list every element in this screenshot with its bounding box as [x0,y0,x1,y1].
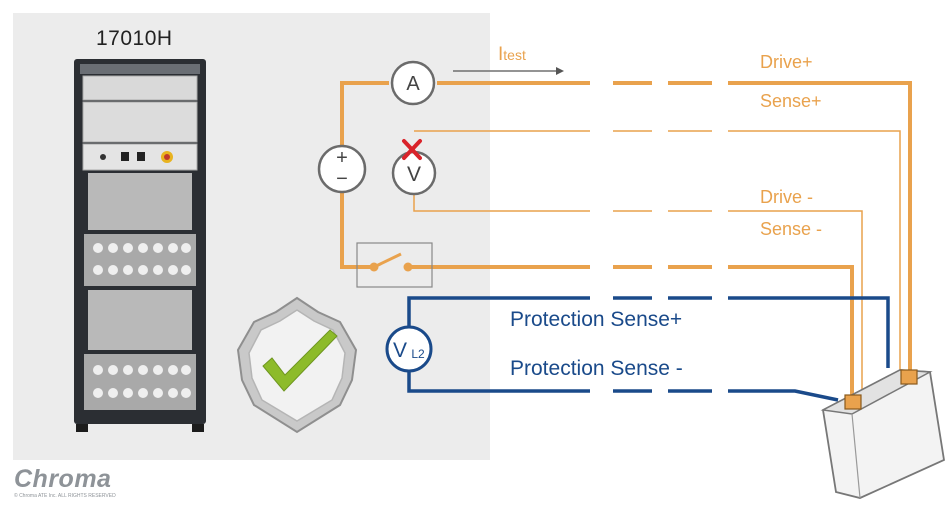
ammeter-label: A [406,73,420,95]
voltmeter-label: V [407,163,421,186]
test-system-cabinet [74,59,206,432]
protection-sense-minus-label: Protection Sense - [510,357,683,380]
sense-plus-label: Sense+ [760,91,822,111]
drive-minus-label: Drive - [760,187,813,207]
brand-copyright: © Chroma ATE Inc. ALL RIGHTS RESERVED [14,493,116,499]
protection-voltmeter-subscript: L2 [411,347,425,361]
fault-x-icon [402,139,422,160]
current-label: Itest [498,44,526,65]
sense-minus-label: Sense - [760,219,823,239]
drive-wiring [340,81,912,398]
power-source [317,144,367,194]
shield-check-icon [236,296,358,434]
brand-name: Chroma [14,465,112,493]
protection-sense-plus-label: Protection Sense+ [510,308,683,331]
battery-icon [820,369,945,499]
switch-icon [356,242,433,288]
ammeter [390,60,436,106]
protection-voltmeter-label: V [393,339,407,362]
protection-voltmeter [385,325,433,373]
brand-logo: Chroma © Chroma ATE Inc. ALL RIGHTS RESE… [14,466,116,499]
source-plus-label: + [336,147,348,169]
model-label: 17010H [96,27,173,50]
source-minus-label: − [336,168,348,190]
drive-plus-label: Drive+ [760,52,813,72]
protection-wiring [407,296,890,402]
current-arrow-icon [453,67,564,75]
